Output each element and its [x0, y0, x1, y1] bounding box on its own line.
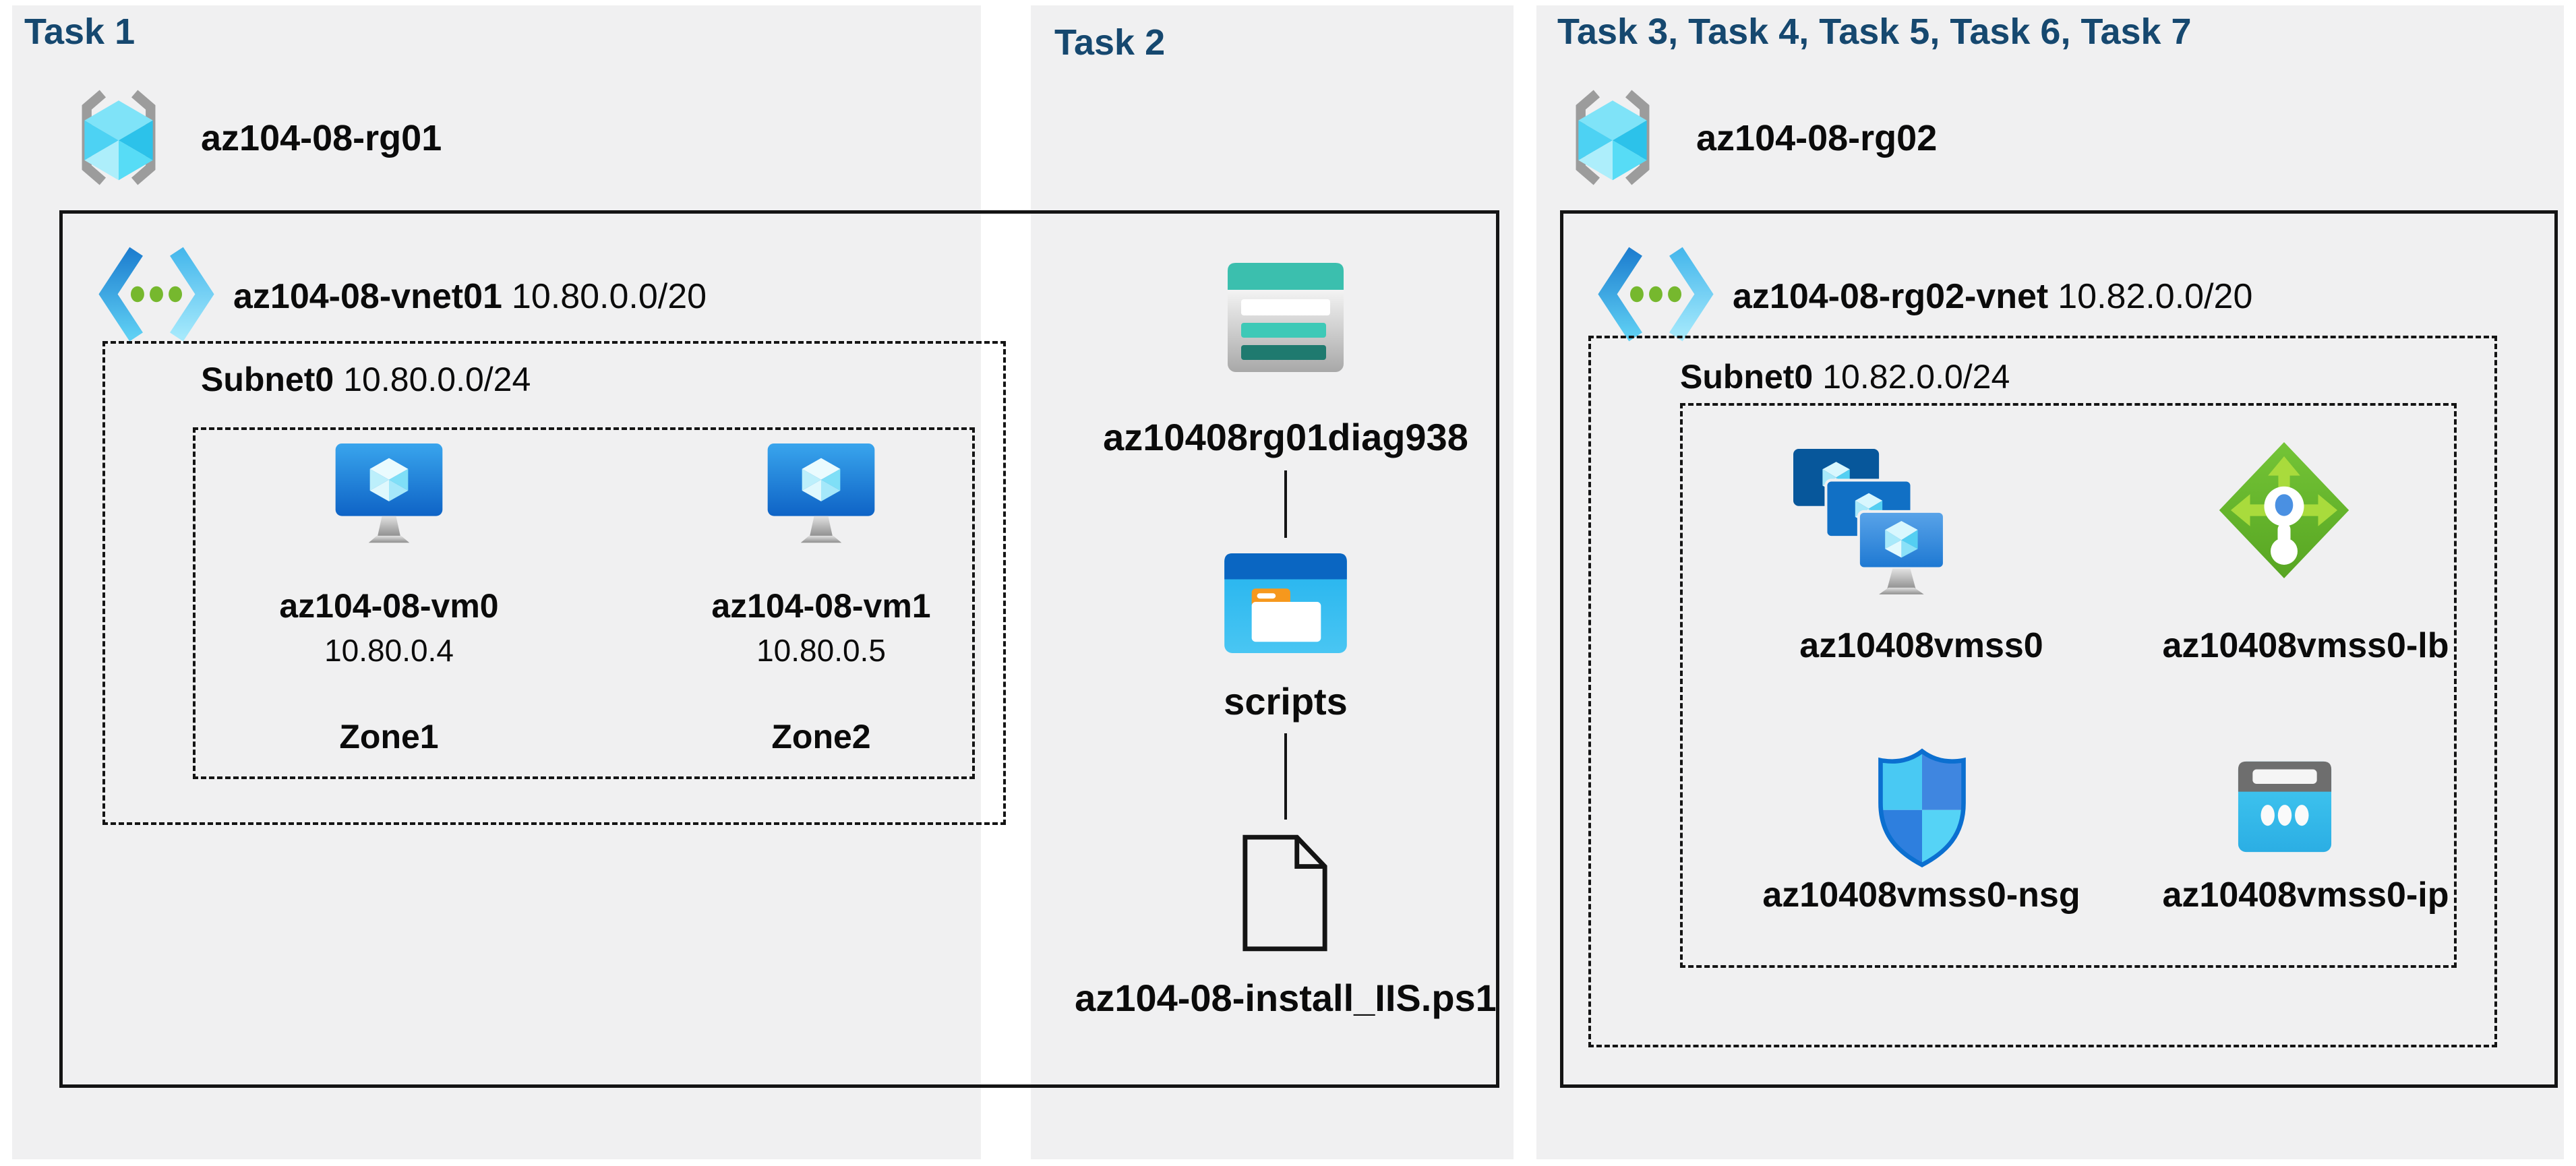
task3-title: Task 3, Task 4, Task 5, Task 6, Task 7 — [1557, 11, 2192, 52]
subnet2-boundary — [1588, 336, 2497, 1047]
file-icon — [1238, 832, 1331, 954]
vm0-ip: 10.80.0.4 — [324, 633, 454, 668]
resource-group-icon — [1561, 84, 1664, 191]
storage-account-icon — [1225, 260, 1346, 375]
vnet2-name: az104-08-rg02-vnet — [1733, 277, 2049, 316]
panel-task1 — [12, 5, 981, 1159]
task2-title: Task 2 — [1054, 22, 1166, 63]
container-name: scripts — [1224, 680, 1348, 723]
vnet2-boundary — [1560, 210, 2558, 1088]
subnet1-name: Subnet0 — [201, 361, 334, 398]
subnet2-cidr: 10.82.0.0/24 — [1822, 358, 2010, 396]
virtual-machine-icon — [764, 441, 878, 548]
public-ip-name: az10408vmss0-ip — [2162, 876, 2449, 915]
task1-title: Task 1 — [24, 11, 136, 52]
vm-scale-set-icon — [1792, 448, 1948, 600]
connector-line — [1284, 470, 1287, 538]
subnet1-boundary — [102, 341, 1006, 825]
vm1-zone: Zone2 — [771, 718, 871, 756]
storage-account-name: az10408rg01diag938 — [1103, 416, 1468, 458]
vm-zone-boundary — [193, 427, 975, 779]
resource-group2-name: az104-08-rg02 — [1696, 118, 1938, 158]
vnet1-name: az104-08-vnet01 — [233, 277, 502, 316]
virtual-machine-icon — [332, 441, 446, 548]
connector-line — [1284, 733, 1287, 820]
vm0-name: az104-08-vm0 — [279, 587, 499, 625]
vmss-group-boundary — [1680, 403, 2457, 968]
blob-container-icon — [1222, 551, 1349, 655]
vmss-name: az10408vmss0 — [1799, 626, 2043, 665]
vm1-name: az104-08-vm1 — [711, 587, 931, 625]
resource-group-name: az104-08-rg01 — [201, 118, 442, 158]
load-balancer-icon — [2217, 439, 2352, 581]
public-ip-icon — [2236, 759, 2334, 855]
network-security-group-icon — [1874, 747, 1970, 868]
file-name: az104-08-install_IIS.ps1 — [1075, 977, 1497, 1019]
subnet2-name: Subnet0 — [1680, 358, 1814, 396]
resource-group-icon — [67, 84, 170, 191]
vm0-zone: Zone1 — [339, 718, 439, 756]
virtual-network-icon — [1598, 245, 1714, 343]
nsg-name: az10408vmss0-nsg — [1762, 876, 2080, 915]
vnet1-boundary — [59, 210, 1499, 1088]
subnet1-cidr: 10.80.0.0/24 — [343, 361, 531, 398]
virtual-network-icon — [98, 245, 214, 343]
load-balancer-name: az10408vmss0-lb — [2162, 626, 2449, 665]
vnet2-cidr: 10.82.0.0/20 — [2058, 277, 2253, 316]
vm1-ip: 10.80.0.5 — [756, 633, 886, 668]
vnet1-cidr: 10.80.0.0/20 — [511, 277, 707, 316]
